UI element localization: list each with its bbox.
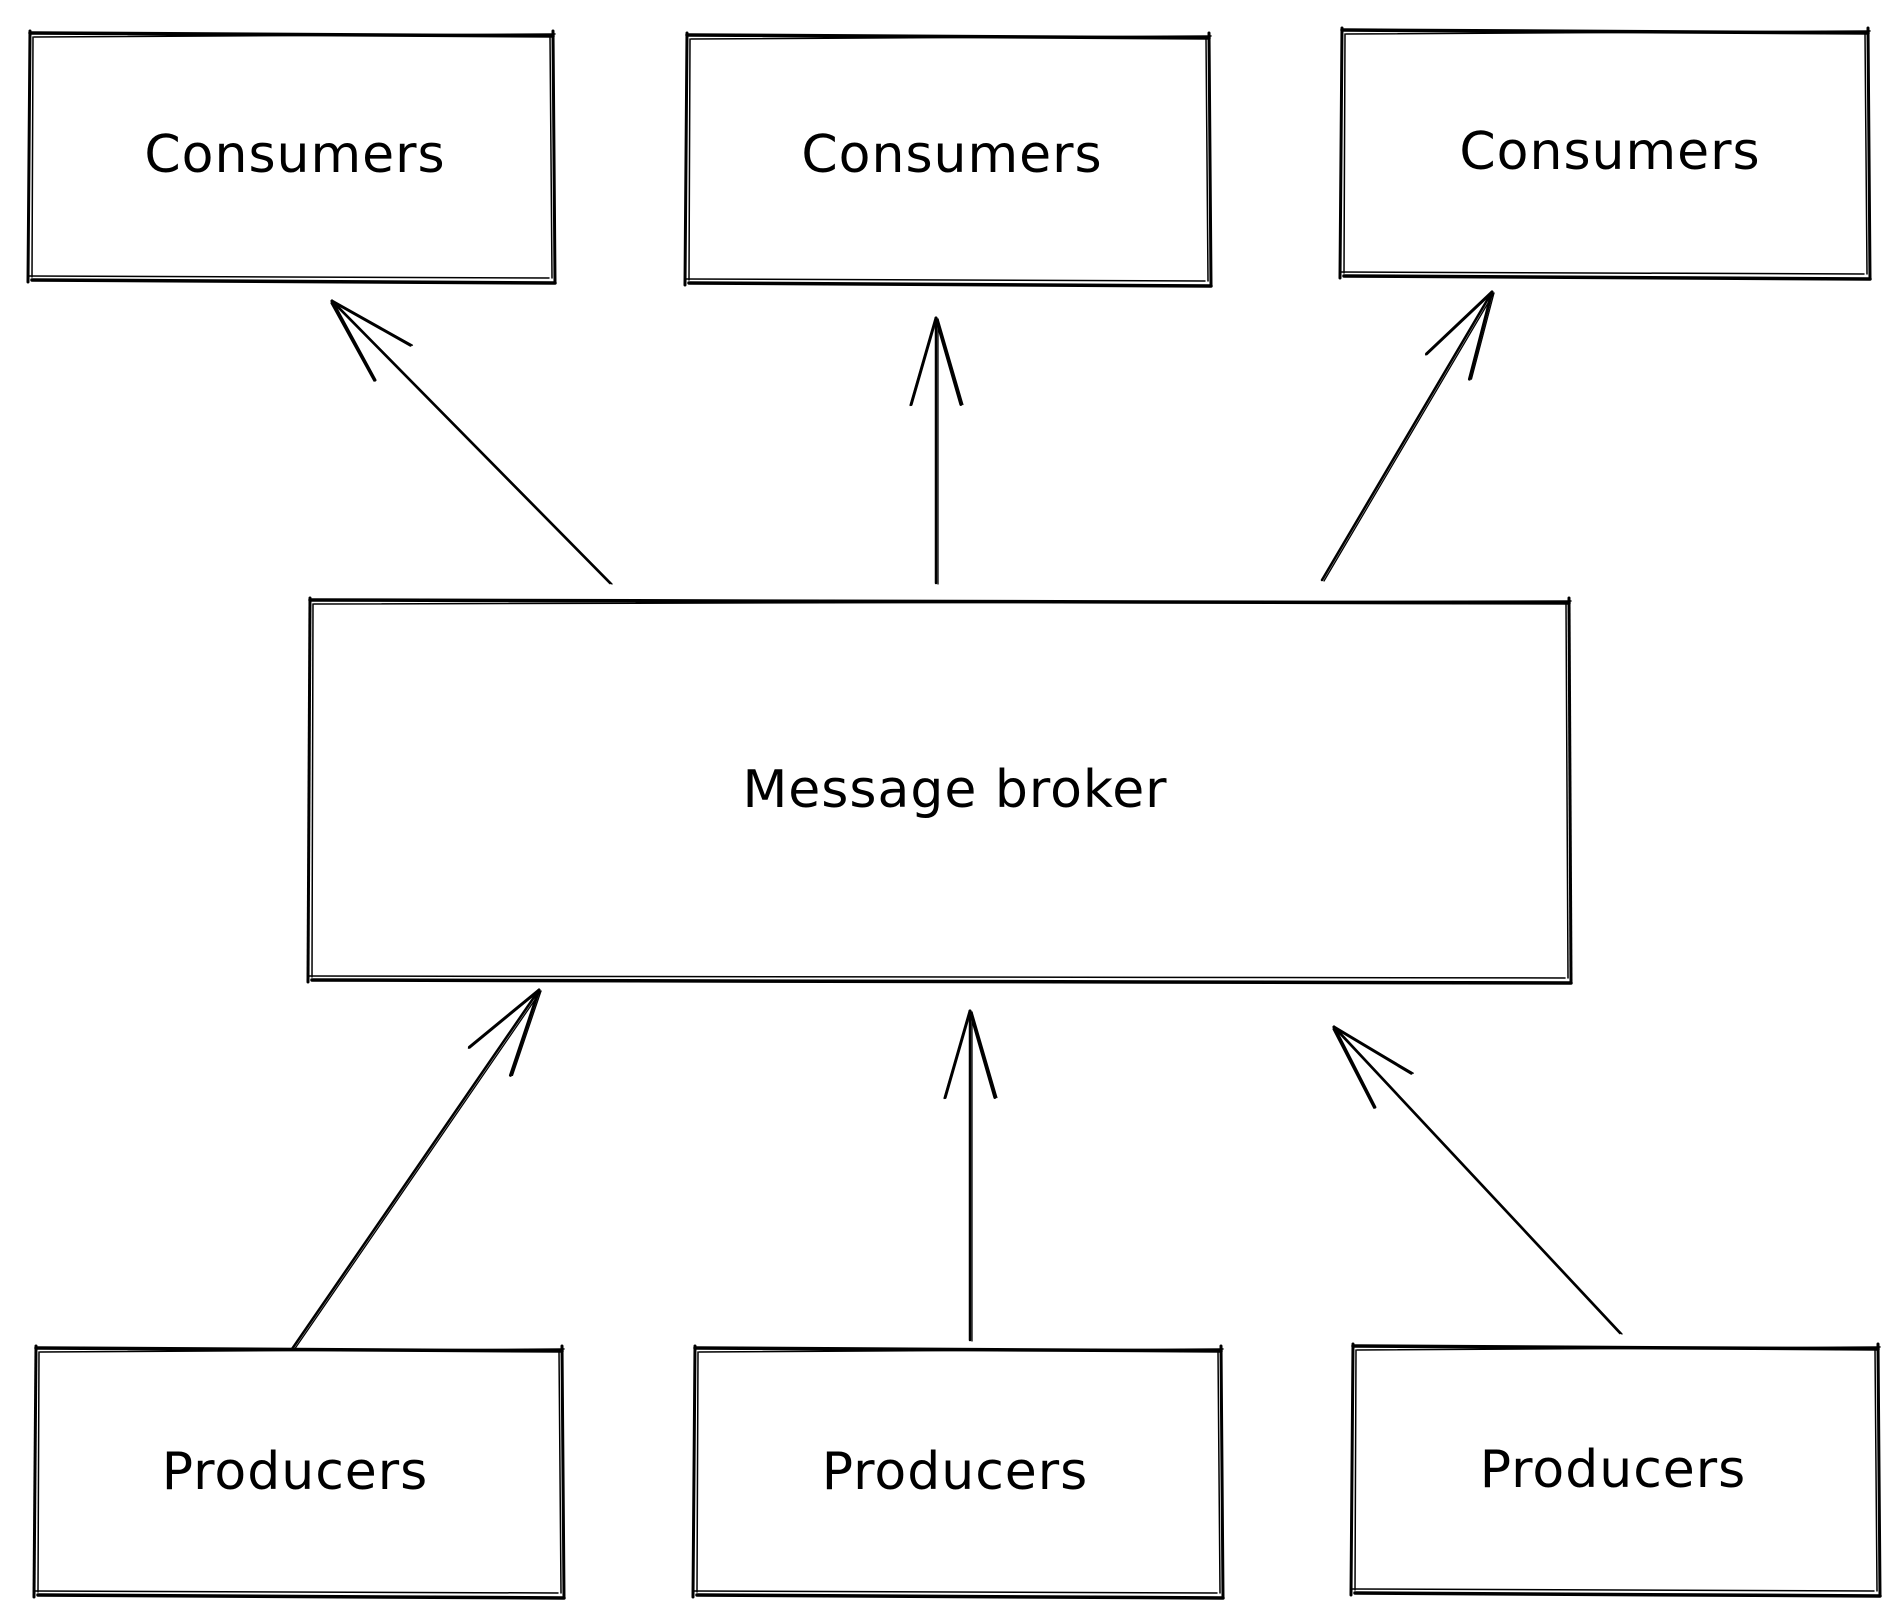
arrow-broker-to-consumers-3 (1320, 290, 1495, 582)
producers-2-box (691, 1344, 1225, 1600)
arrow-broker-to-consumers-1 (330, 299, 613, 585)
consumers-3-box (1338, 26, 1872, 281)
producers-3-label: Producers (1479, 1440, 1747, 1500)
arrow-producers-1-to-broker (290, 988, 542, 1351)
arrow-producers-2-to-broker (943, 1009, 998, 1342)
consumers-1-box (26, 29, 557, 285)
consumers-1-label: Consumers (144, 125, 446, 185)
consumers-3-label: Consumers (1459, 122, 1761, 182)
producers-1-box (32, 1344, 566, 1600)
consumers-2-box (683, 31, 1213, 288)
producers-1-label: Producers (161, 1442, 429, 1502)
arrow-producers-3-to-broker (1332, 1025, 1623, 1335)
producers-3-box (1349, 1342, 1882, 1598)
broker-box (306, 596, 1573, 985)
consumers-2-label: Consumers (801, 125, 1103, 185)
arrow-broker-to-consumers-2 (909, 316, 964, 585)
producers-2-label: Producers (821, 1442, 1089, 1502)
broker-label: Message broker (742, 760, 1168, 820)
